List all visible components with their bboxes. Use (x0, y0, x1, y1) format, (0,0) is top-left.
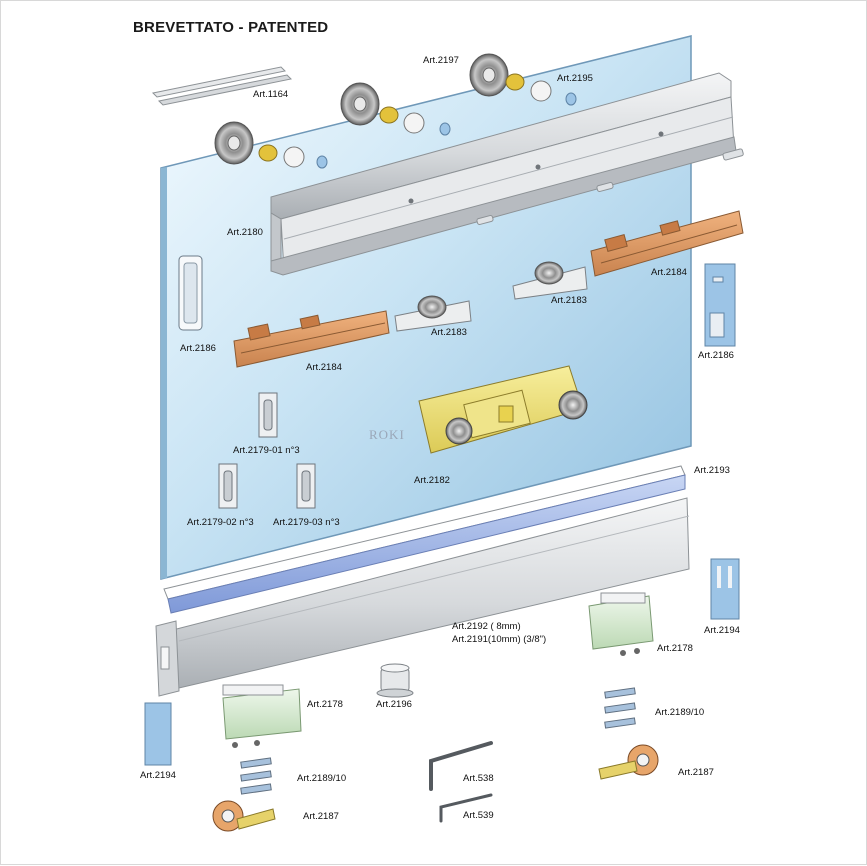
right-handle-art2186 (704, 263, 736, 347)
carriage-art2184-right (590, 210, 744, 277)
label-art2189-left: Art.2189/10 (297, 773, 346, 784)
label-art2182: Art.2182 (414, 475, 450, 486)
label-art2191: Art.2191(10mm) (3/8") (452, 634, 546, 645)
clip-art2194-left (144, 702, 172, 766)
label-art2194-left: Art.2194 (140, 770, 176, 781)
wheel-assembly-3 (469, 53, 577, 106)
trolley-art2183-right (512, 261, 588, 300)
label-art2179-01: Art.2179-01 n°3 (233, 445, 300, 456)
diagram-title: BREVETTATO - PATENTED (133, 19, 329, 36)
cap-art2196 (376, 663, 414, 698)
wheel-assembly-1 (214, 121, 328, 169)
bottom-profile-art2192 (155, 497, 690, 697)
label-art538: Art.538 (463, 773, 494, 784)
label-art2178-right: Art.2178 (657, 643, 693, 654)
trolley-art2183-left (394, 295, 472, 332)
glass-panel-edge (161, 167, 167, 579)
hex-key-art538 (429, 741, 493, 791)
label-art2180: Art.2180 (227, 227, 263, 238)
label-art2189-right: Art.2189/10 (655, 707, 704, 718)
label-art2184-left: Art.2184 (306, 362, 342, 373)
label-art539: Art.539 (463, 810, 494, 821)
label-art2184-right: Art.2184 (651, 267, 687, 278)
label-art2193: Art.2193 (694, 465, 730, 476)
floor-guide-art2178-right (588, 592, 654, 656)
carriage-art2184-left (233, 310, 390, 368)
shims-art2189-left (240, 757, 272, 795)
label-art2183-right: Art.2183 (551, 295, 587, 306)
label-art2197: Art.2197 (423, 55, 459, 66)
spacer-art2179-01 (258, 392, 278, 438)
label-art2187-left: Art.2187 (303, 811, 339, 822)
label-art2179-03: Art.2179-03 n°3 (273, 517, 340, 528)
top-rail-profile (270, 72, 737, 276)
label-art2186-right: Art.2186 (698, 350, 734, 361)
label-art2186-left: Art.2186 (180, 343, 216, 354)
label-art2187-right: Art.2187 (678, 767, 714, 778)
label-art2195: Art.2195 (557, 73, 593, 84)
spacer-art2179-03 (296, 463, 316, 509)
label-art2183-left: Art.2183 (431, 327, 467, 338)
carriage-art2182 (418, 365, 588, 454)
label-art2178-left: Art.2178 (307, 699, 343, 710)
label-art2194-right: Art.2194 (704, 625, 740, 636)
spacer-art2179-02 (218, 463, 238, 509)
clip-art2194-right (710, 558, 740, 620)
art1164-rods (151, 66, 293, 106)
floor-guide-art2178-left (222, 684, 302, 748)
stopper-art2187-left (212, 800, 276, 832)
label-art2179-02: Art.2179-02 n°3 (187, 517, 254, 528)
shims-art2189-right (604, 687, 636, 729)
left-handle-art2186 (178, 255, 203, 331)
stopper-art2187-right (598, 744, 659, 780)
label-art1164: Art.1164 (253, 89, 288, 100)
watermark: ROKI (369, 427, 405, 442)
hex-key-art539 (439, 793, 493, 823)
label-art2196: Art.2196 (376, 699, 412, 710)
label-art2192: Art.2192 ( 8mm) (452, 621, 521, 632)
rail-bolts (476, 148, 744, 226)
wheel-assembly-2 (340, 82, 451, 136)
bottom-cover-art2193 (163, 465, 686, 614)
